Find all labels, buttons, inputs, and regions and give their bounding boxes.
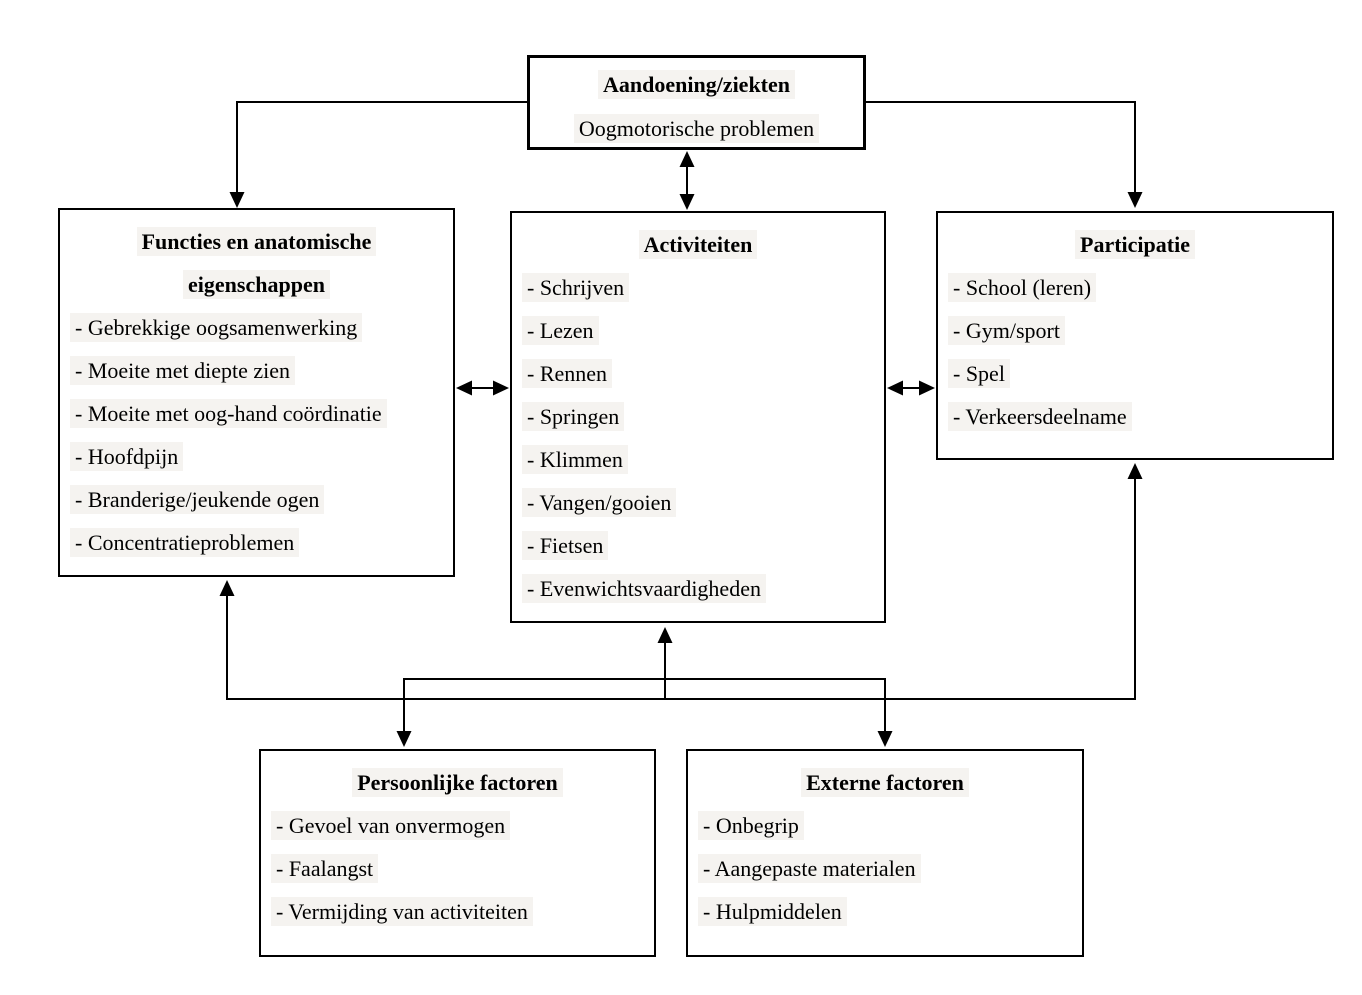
list-item: - Klimmen	[512, 438, 884, 481]
box-externe-factoren: Externe factoren - Onbegrip - Aangepaste…	[686, 749, 1084, 957]
arrow-down-icon	[229, 192, 245, 208]
double-arrow-aandoening-activiteiten	[679, 151, 695, 210]
list-item: - Branderige/jeukende ogen	[60, 478, 453, 521]
list-item: - Moeite met diepte zien	[60, 349, 453, 392]
arrow-aandoening-to-participatie	[865, 101, 1143, 208]
arrow-right-icon	[493, 380, 509, 396]
list-item: - Springen	[512, 395, 884, 438]
list-item: - School (leren)	[938, 266, 1332, 309]
list-item: - Vermijding van activiteiten	[261, 890, 654, 933]
list-item: - Moeite met oog-hand coördinatie	[60, 392, 453, 435]
list-item: - Faalangst	[261, 847, 654, 890]
double-arrow-functies-activiteiten	[456, 380, 509, 396]
box-title: Externe factoren	[688, 761, 1082, 804]
list-item: - Rennen	[512, 352, 884, 395]
arrow-down-icon	[1127, 192, 1143, 208]
list-item: - Hoofdpijn	[60, 435, 453, 478]
box-participatie: Participatie - School (leren) - Gym/spor…	[936, 211, 1334, 460]
arrow-down-icon	[877, 731, 893, 747]
arrow-down-icon	[396, 731, 412, 747]
arrow-right-icon	[919, 380, 935, 396]
list-item: - Gevoel van onvermogen	[261, 804, 654, 847]
list-item: - Gebrekkige oogsamenwerking	[60, 306, 453, 349]
box-title: Persoonlijke factoren	[261, 761, 654, 804]
arrows-factoren-rail-down	[396, 678, 893, 747]
arrow-aandoening-to-functies	[229, 101, 528, 208]
arrow-left-icon	[887, 380, 903, 396]
box-persoonlijke-factoren: Persoonlijke factoren - Gevoel van onver…	[259, 749, 656, 957]
list-item: - Fietsen	[512, 524, 884, 567]
list-item: - Lezen	[512, 309, 884, 352]
list-item: - Gym/sport	[938, 309, 1332, 352]
box-aandoening-ziekten: Aandoening/ziekten Oogmotorische problem…	[527, 55, 866, 150]
arrow-down-icon	[679, 194, 695, 210]
arrow-up-icon	[679, 151, 695, 167]
box-functies-anatomische-eigenschappen: Functies en anatomische eigenschappen - …	[58, 208, 455, 577]
list-item: - Evenwichtsvaardigheden	[512, 567, 884, 610]
arrow-left-icon	[456, 380, 472, 396]
box-title-line: Functies en anatomische	[60, 220, 453, 263]
list-item: - Hulpmiddelen	[688, 890, 1082, 933]
box-title: Activiteiten	[512, 223, 884, 266]
box-title: Participatie	[938, 223, 1332, 266]
arrow-up-icon	[657, 627, 673, 643]
box-subtitle: Oogmotorische problemen	[530, 107, 863, 151]
list-item: - Aangepaste materialen	[688, 847, 1082, 890]
list-item: - Schrijven	[512, 266, 884, 309]
box-title-line: eigenschappen	[60, 263, 453, 306]
box-title: Aandoening/ziekten	[530, 63, 863, 107]
arrow-up-icon	[219, 580, 235, 596]
double-arrow-activiteiten-participatie	[887, 380, 935, 396]
list-item: - Onbegrip	[688, 804, 1082, 847]
list-item: - Concentratieproblemen	[60, 521, 453, 564]
list-item: - Spel	[938, 352, 1332, 395]
list-item: - Verkeersdeelname	[938, 395, 1332, 438]
arrow-up-icon	[1127, 463, 1143, 479]
box-activiteiten: Activiteiten - Schrijven - Lezen - Renne…	[510, 211, 886, 623]
list-item: - Vangen/gooien	[512, 481, 884, 524]
